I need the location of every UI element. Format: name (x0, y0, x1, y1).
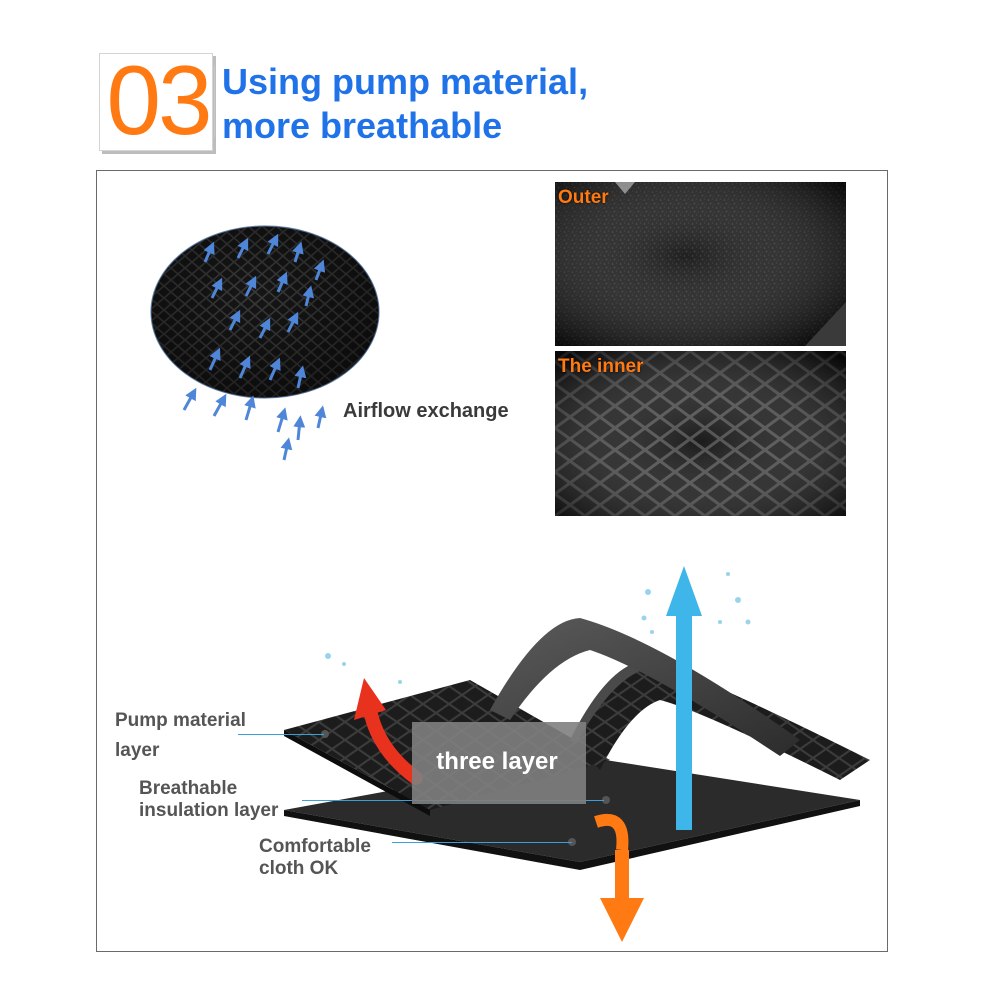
bottom-panel-frame (96, 548, 888, 952)
top-curled-layer (490, 618, 800, 756)
breathable-label: Breathable insulation layer (139, 778, 278, 822)
three-layer-illustration (284, 566, 870, 942)
outer-fabric-photo: Outer (555, 182, 846, 346)
outer-label: Outer (558, 187, 609, 208)
insulation-layer (570, 660, 870, 780)
header-divider (214, 66, 215, 138)
top-panel-frame (96, 170, 888, 548)
title-line-2: more breathable (222, 105, 503, 146)
cloth-label-line-2: cloth OK (259, 858, 339, 879)
orange-down-arrow (594, 814, 644, 942)
section-title: Using pump material, more breathable (222, 60, 882, 148)
three-layer-box (412, 722, 586, 804)
title-line-1: Using pump material, (222, 61, 589, 102)
cloth-label: Comfortable cloth OK (259, 836, 371, 880)
pump-leader-line (238, 734, 324, 735)
pump-label-line-2: layer (115, 740, 160, 761)
airflow-circle-illustration (150, 225, 380, 461)
inner-label: The inner (558, 356, 644, 377)
breathable-label-line-2: insulation layer (139, 800, 279, 821)
cloth-layer (284, 756, 860, 862)
airflow-arrows (182, 233, 327, 461)
cyan-up-arrow (666, 566, 702, 830)
number-badge (99, 53, 213, 151)
airflow-label: Airflow exchange (343, 400, 509, 422)
pump-material-label: Pump material layer (115, 706, 246, 766)
cloth-label-line-1: Comfortable (259, 836, 371, 857)
water-droplets (325, 572, 751, 684)
cloth-leader-line (392, 842, 572, 843)
pump-label-line-1: Pump material (115, 710, 246, 731)
three-layer-label: three layer (436, 748, 558, 775)
inner-fabric-photo: The inner (555, 351, 846, 516)
section-number: 03 (106, 45, 212, 155)
breathable-label-line-1: Breathable (139, 778, 238, 799)
red-curved-arrow (354, 678, 423, 785)
